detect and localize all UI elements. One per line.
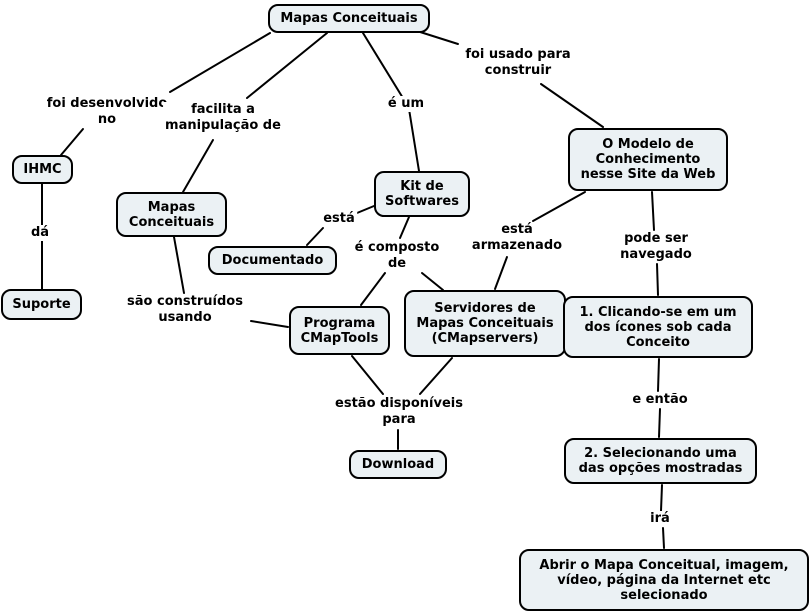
edge-line: [660, 484, 663, 512]
link-label-ira[interactable]: irá: [648, 511, 672, 527]
node-suporte[interactable]: Suporte: [1, 289, 82, 320]
edge-line: [173, 236, 185, 294]
edge-line: [658, 408, 661, 438]
edge-line: [421, 272, 444, 291]
edge-line: [250, 320, 289, 328]
link-label-sao-construidos-usando[interactable]: são construídos usando: [125, 294, 245, 326]
node-servidores[interactable]: Servidores de Mapas Conceituais (CMapser…: [404, 290, 566, 357]
link-label-esta[interactable]: está: [321, 211, 357, 227]
node-clicando-icones[interactable]: 1. Clicando-se em um dos ícones sob cada…: [563, 296, 753, 358]
edge-line: [662, 527, 665, 549]
edge-line: [60, 128, 84, 156]
node-mapas-conceituais[interactable]: Mapas Conceituais: [268, 4, 430, 33]
edge-line: [351, 355, 384, 395]
link-label-foi-desenvolvido-no[interactable]: foi desenvolvido no: [44, 96, 170, 128]
edge-line: [651, 191, 655, 231]
edge-line: [540, 83, 604, 128]
edge-line: [169, 32, 271, 93]
edge-line: [360, 272, 386, 306]
node-mapas-conceituais-2[interactable]: Mapas Conceituais: [116, 192, 227, 237]
edge-line: [246, 32, 328, 99]
link-label-e-um[interactable]: é um: [385, 96, 427, 112]
node-modelo-conhecimento[interactable]: O Modelo de Conhecimento nesse Site da W…: [568, 128, 728, 191]
node-selecionando-opcoes[interactable]: 2. Selecionando uma das opções mostradas: [564, 438, 757, 484]
link-label-e-composto-de[interactable]: é composto de: [352, 240, 442, 272]
link-label-pode-ser-navegado[interactable]: pode ser navegado: [618, 231, 694, 263]
node-ihmc[interactable]: IHMC: [12, 155, 73, 184]
node-abrir-mapa[interactable]: Abrir o Mapa Conceitual, imagem, vídeo, …: [519, 549, 809, 611]
node-programa-cmaptools[interactable]: Programa CMapTools: [289, 306, 390, 355]
node-kit-de-softwares[interactable]: Kit de Softwares: [374, 171, 470, 217]
edge-line: [657, 358, 660, 392]
edge-line: [532, 191, 586, 222]
link-label-facilita-manipulacao-de[interactable]: facilita a manipulação de: [163, 102, 283, 134]
node-download[interactable]: Download: [349, 450, 447, 479]
node-documentado[interactable]: Documentado: [208, 246, 337, 275]
edge-line: [182, 139, 214, 193]
edge-line: [356, 205, 375, 214]
link-label-foi-usado-para-construir[interactable]: foi usado para construir: [463, 47, 573, 79]
link-label-da[interactable]: dá: [28, 225, 52, 241]
edge-line: [399, 216, 410, 239]
edge-line: [362, 32, 407, 104]
link-label-esta-armazenado[interactable]: está armazenado: [469, 222, 565, 254]
link-label-e-entao[interactable]: e então: [630, 392, 690, 408]
edge-line: [419, 357, 453, 395]
edge-line: [656, 263, 659, 296]
edge-line: [306, 227, 324, 246]
edge-line: [408, 108, 420, 172]
edge-line: [416, 30, 459, 45]
edge-line: [494, 256, 508, 290]
link-label-estao-disponiveis-para[interactable]: estão disponíveis para: [333, 396, 465, 428]
